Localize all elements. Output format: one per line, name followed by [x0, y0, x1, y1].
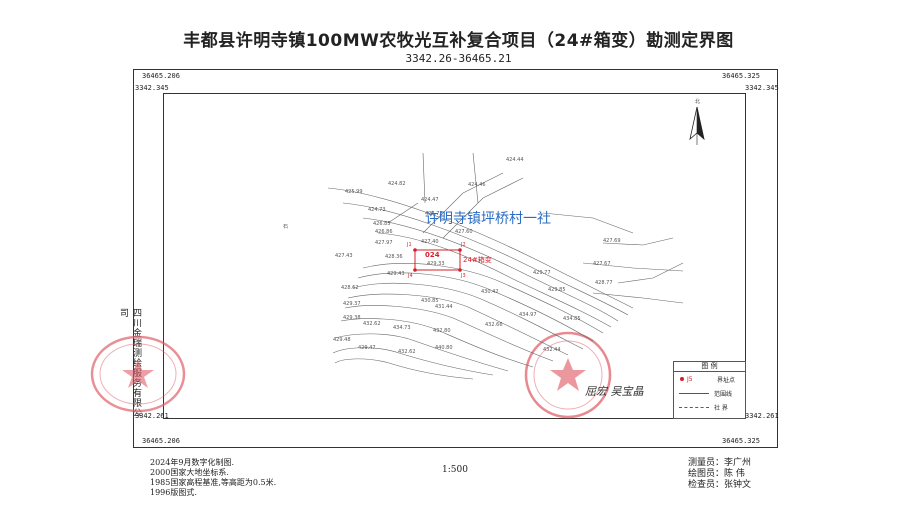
- footer-note: 2000国家大地坐标系.: [150, 468, 229, 477]
- elevation-label: 432.66: [485, 322, 503, 328]
- corner-bottom-right-y: 3342.261: [745, 412, 779, 420]
- boundary-point-icon: [680, 377, 684, 381]
- elevation-label: 427.40: [421, 239, 439, 245]
- boundary-point: [413, 268, 417, 272]
- footer-notes: 2024年9月数字化制图. 2000国家大地坐标系. 1985国家高程基准,等高…: [150, 458, 276, 498]
- elevation-label: 428.77: [595, 280, 613, 286]
- elevation-label: 434.97: [519, 312, 537, 318]
- corner-bottom-left-x: 36465.206: [142, 437, 180, 445]
- map-title: 丰都县许明寺镇100MW农牧光互补复合项目（24#箱变）勘测定界图: [183, 31, 734, 51]
- elevation-label: 430.42: [481, 289, 499, 295]
- boundary-point-labels: J1 J2 J3 J4: [406, 242, 466, 279]
- legend-symbol: J5: [687, 375, 693, 383]
- inner-frame: [163, 93, 746, 419]
- elevation-label: 429.38: [343, 315, 361, 321]
- elevation-label: 424.82: [388, 181, 406, 187]
- signature: 屈宏 吴宝晶: [585, 385, 644, 398]
- checker: 检查员：张钟文: [688, 480, 752, 490]
- elevation-label: 429.43: [387, 271, 405, 277]
- corner-top-left-x: 36465.206: [142, 72, 180, 80]
- legend-item-range-line: 范围线: [674, 386, 745, 400]
- point-label: J2: [460, 242, 466, 248]
- point-label: J4: [407, 273, 413, 279]
- elevation-label: 432.62: [398, 349, 416, 355]
- elevation-label: 429.47: [358, 345, 376, 351]
- corner-top-right-y: 3342.345: [745, 84, 779, 92]
- legend-item-boundary-point: J5 界址点: [674, 372, 745, 386]
- elevation-label: 426.85: [373, 221, 391, 227]
- elevation-label: 432.80: [433, 328, 451, 334]
- elevation-label: 428.36: [385, 254, 403, 260]
- north-label: 北: [695, 98, 700, 105]
- elevation-label: 427.43: [335, 253, 353, 259]
- point-label: J3: [460, 273, 466, 279]
- point-label: J1: [406, 242, 412, 248]
- surveyor: 测量员：李广州: [688, 458, 752, 468]
- north-arrow-icon: 北: [689, 98, 705, 145]
- footer-note: 1985国家高程基准,等高距为0.5米.: [150, 478, 277, 487]
- elevation-label: 424.73: [368, 207, 386, 213]
- legend-label: 社 界: [714, 404, 728, 412]
- corner-bottom-left-y: 3342.261: [135, 412, 169, 420]
- elevation-label: 427.97: [375, 240, 393, 246]
- elevation-label: 424.47: [421, 197, 439, 203]
- contour-lines: [327, 152, 684, 380]
- elevation-label: 434.73: [393, 325, 411, 331]
- legend-label: 范围线: [714, 390, 733, 398]
- elevation-label: 431.44: [435, 304, 453, 310]
- elevation-label: 429.37: [343, 301, 361, 307]
- elevation-label: 427.69: [603, 238, 621, 244]
- elevation-label: 427.60: [455, 229, 473, 235]
- elevation-label: 424.44: [506, 157, 524, 163]
- elevation-label: 428.62: [341, 285, 359, 291]
- box-transformer-label: 24#箱变: [463, 255, 492, 264]
- side-label: 石: [283, 224, 288, 230]
- company-name: 四川金瑞测绘服务有限公司: [118, 308, 141, 418]
- parcel-boundary: [414, 249, 461, 271]
- footer-note: 2024年9月数字化制图.: [150, 458, 234, 467]
- elevation-label: 432.62: [363, 321, 381, 327]
- legend: 图 例 J5 界址点 范围线 社 界: [673, 361, 746, 419]
- staff-list: 测量员：李广州 绘图员：陈 伟 检查员：张钟文: [688, 458, 751, 491]
- parcel-code: 024: [425, 251, 440, 259]
- elevation-label: 440.80: [435, 345, 453, 351]
- elevation-label: 427.67: [593, 261, 611, 267]
- coordinate-range: 3342.26-36465.21: [405, 52, 512, 65]
- parcel-elevation: 429.33: [427, 261, 445, 267]
- range-line-icon: [679, 392, 709, 394]
- elevation-label: 430.85: [421, 298, 439, 304]
- elevation-label: 432.44: [543, 347, 561, 353]
- elevation-label: 424.72: [425, 211, 443, 217]
- map-scale: 1:500: [442, 465, 468, 475]
- elevation-label: 424.46: [468, 182, 486, 188]
- elevation-label: 429.85: [548, 287, 566, 293]
- village-label: 许明寺镇坪桥村一社: [425, 211, 551, 227]
- elevation-label: 429.77: [533, 270, 551, 276]
- survey-map: 424.44 424.82 424.46 424.47 425.99 424.7…: [283, 98, 705, 398]
- elevation-label: 426.86: [375, 229, 393, 235]
- parcel-24: [413, 248, 462, 272]
- corner-top-right-x: 36465.325: [722, 72, 760, 80]
- elevation-label: 434.85: [563, 316, 581, 322]
- outer-frame: [133, 69, 778, 448]
- elevation-labels: 424.44 424.82 424.46 424.47 425.99 424.7…: [283, 157, 621, 355]
- boundary-point: [458, 248, 462, 252]
- drafter: 绘图员：陈 伟: [688, 469, 745, 479]
- boundary-point: [413, 248, 417, 252]
- legend-label: 界址点: [717, 376, 736, 384]
- community-border-icon: [679, 406, 709, 408]
- boundary-point: [458, 268, 462, 272]
- elevation-label: 429.48: [333, 337, 351, 343]
- elevation-label: 425.99: [345, 189, 363, 195]
- legend-title: 图 例: [674, 362, 745, 372]
- corner-top-left-y: 3342.345: [135, 84, 169, 92]
- legend-item-community-border: 社 界: [674, 400, 745, 414]
- footer-note: 1996版图式.: [150, 488, 197, 497]
- company-seal-left: [90, 335, 186, 413]
- corner-bottom-right-x: 36465.325: [722, 437, 760, 445]
